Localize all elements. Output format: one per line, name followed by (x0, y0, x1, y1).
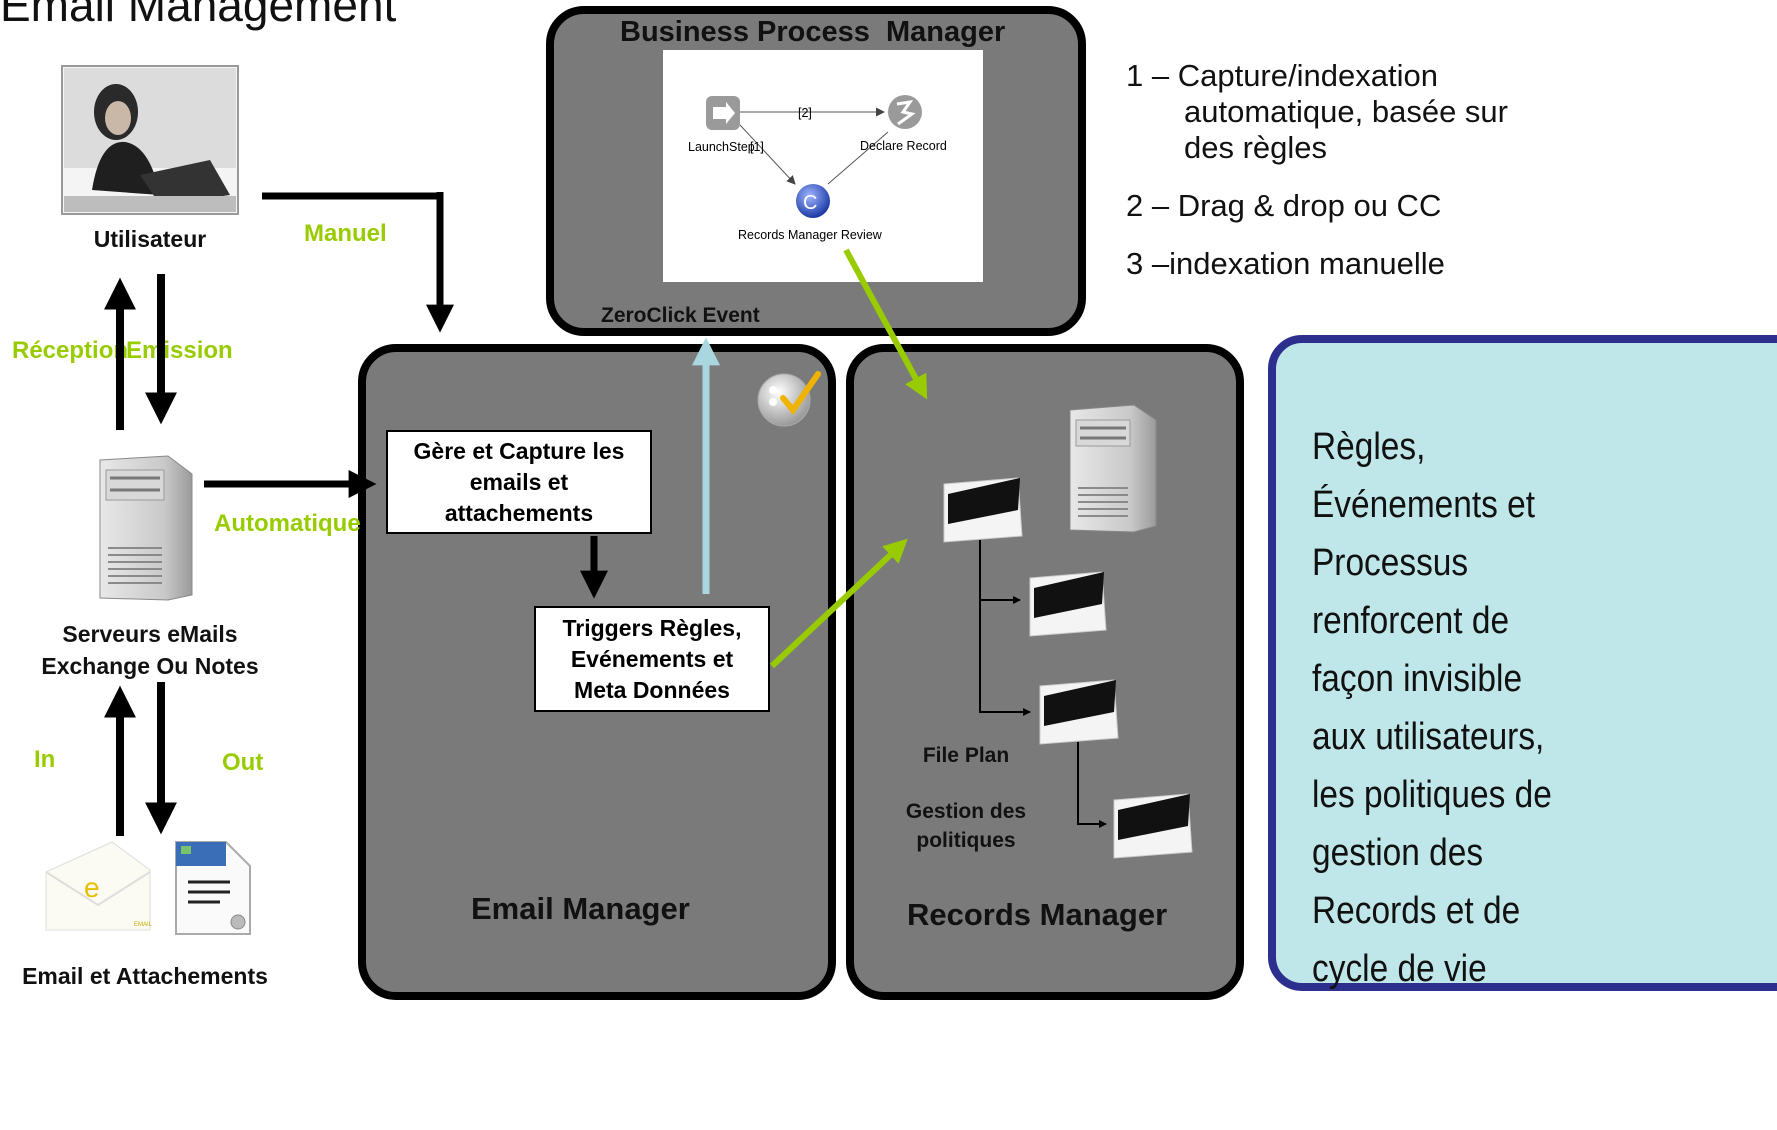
triggers-box: Triggers Règles, Evénements et Meta Donn… (534, 606, 770, 712)
triggers-box-line: Meta Données (574, 676, 730, 703)
reception-label: Réception (12, 337, 129, 364)
bpm-to-records-arrow (843, 248, 928, 400)
legend-item-1: 1 – Capture/indexation (1126, 58, 1438, 93)
policies-label-line: Gestion des (905, 800, 1027, 823)
file-plan-tree-line (1077, 742, 1107, 828)
triggers-box-line: Triggers Règles, (562, 614, 742, 641)
page-title: Email Management (0, 0, 397, 31)
policies-label-line: politiques (916, 829, 1016, 852)
folder-icon (1039, 679, 1119, 745)
policies-label: Gestion des politiques (886, 797, 1046, 855)
side-note-line: renforcent de (1312, 600, 1510, 642)
review-icon: C (796, 184, 830, 218)
attachments-label: Email et Attachements (22, 963, 268, 989)
edge-label-2: [2] (798, 106, 812, 120)
workflow-graph: C LaunchStep [1] [2] Declare Record Reco… (688, 95, 947, 242)
folder-icon (943, 477, 1023, 543)
in-label: In (34, 746, 56, 773)
bpm-title: Business Process Manager (620, 16, 1006, 48)
legend-item-3: 3 –indexation manuelle (1126, 246, 1445, 281)
triggers-to-records-arrow (769, 538, 908, 669)
launch-step-label: LaunchStep (688, 140, 755, 154)
declare-record-label: Declare Record (860, 139, 947, 153)
side-note-line: Processus (1312, 542, 1469, 584)
side-note-line: les politiques de (1312, 774, 1552, 816)
file-plan-tree-line (979, 600, 1031, 716)
out-label: Out (222, 749, 264, 776)
launch-step-icon (706, 96, 740, 130)
legend: 1 – Capture/indexation automatique, basé… (1126, 58, 1508, 282)
edge-label-1: [1] (750, 140, 764, 154)
side-note-line: façon invisible (1312, 658, 1523, 700)
user-photo (61, 65, 239, 215)
folder-icon (1113, 793, 1193, 859)
side-note-text: Règles, Événements et Processus renforce… (1312, 418, 1552, 998)
records-manager-panel (846, 344, 1244, 1000)
legend-item-1-cont: des règles (1184, 130, 1328, 165)
capture-box-line: emails et (469, 468, 569, 495)
file-plan-tree-line (979, 540, 1021, 604)
review-label: Records Manager Review (738, 228, 883, 242)
records-server-icon (1069, 404, 1157, 533)
workflow-diagram (663, 50, 983, 282)
emission-label: Emission (126, 337, 233, 364)
email-manager-title: Email Manager (471, 891, 690, 926)
server-label-line: Exchange Ou Notes (41, 653, 259, 679)
automatic-label: Automatique (214, 510, 361, 537)
legend-item-1-cont: automatique, basée sur (1184, 94, 1508, 129)
side-note-line: cycle de vie (1312, 948, 1487, 990)
zeroclick-event-label: ZeroClick Event (601, 304, 760, 327)
declare-record-icon (888, 95, 922, 129)
envelope-caption: EMAIL (134, 922, 153, 928)
capture-box-line: attachements (444, 499, 594, 526)
side-note-panel (1268, 335, 1777, 991)
email-envelope-icon: e EMAIL (45, 841, 153, 931)
user-label: Utilisateur (93, 226, 207, 252)
capture-box: Gère et Capture les emails et attachemen… (386, 430, 652, 534)
legend-item-2: 2 – Drag & drop ou CC (1126, 188, 1442, 223)
side-note-line: aux utilisateurs, (1312, 716, 1545, 758)
capture-box-line: Gère et Capture les (413, 437, 625, 464)
svg-text:C: C (803, 192, 817, 214)
manual-label: Manuel (304, 220, 387, 247)
folder-icon (1029, 571, 1107, 637)
checkmark-icon (757, 371, 821, 427)
server-label: Serveurs eMails Exchange Ou Notes (20, 618, 280, 682)
side-note-line: gestion des (1312, 832, 1484, 874)
file-plan-label: File Plan (922, 744, 1010, 767)
envelope-letter: e (84, 872, 100, 903)
side-note-line: Événements et (1312, 484, 1536, 526)
side-note-line: Records et de (1312, 890, 1521, 932)
attachment-document-icon (175, 841, 251, 935)
triggers-box-line: Evénements et (570, 645, 734, 672)
server-label-line: Serveurs eMails (62, 621, 238, 647)
records-manager-title: Records Manager (907, 897, 1168, 932)
mail-server-icon (99, 455, 193, 601)
side-note-line: Règles, (1312, 426, 1426, 468)
